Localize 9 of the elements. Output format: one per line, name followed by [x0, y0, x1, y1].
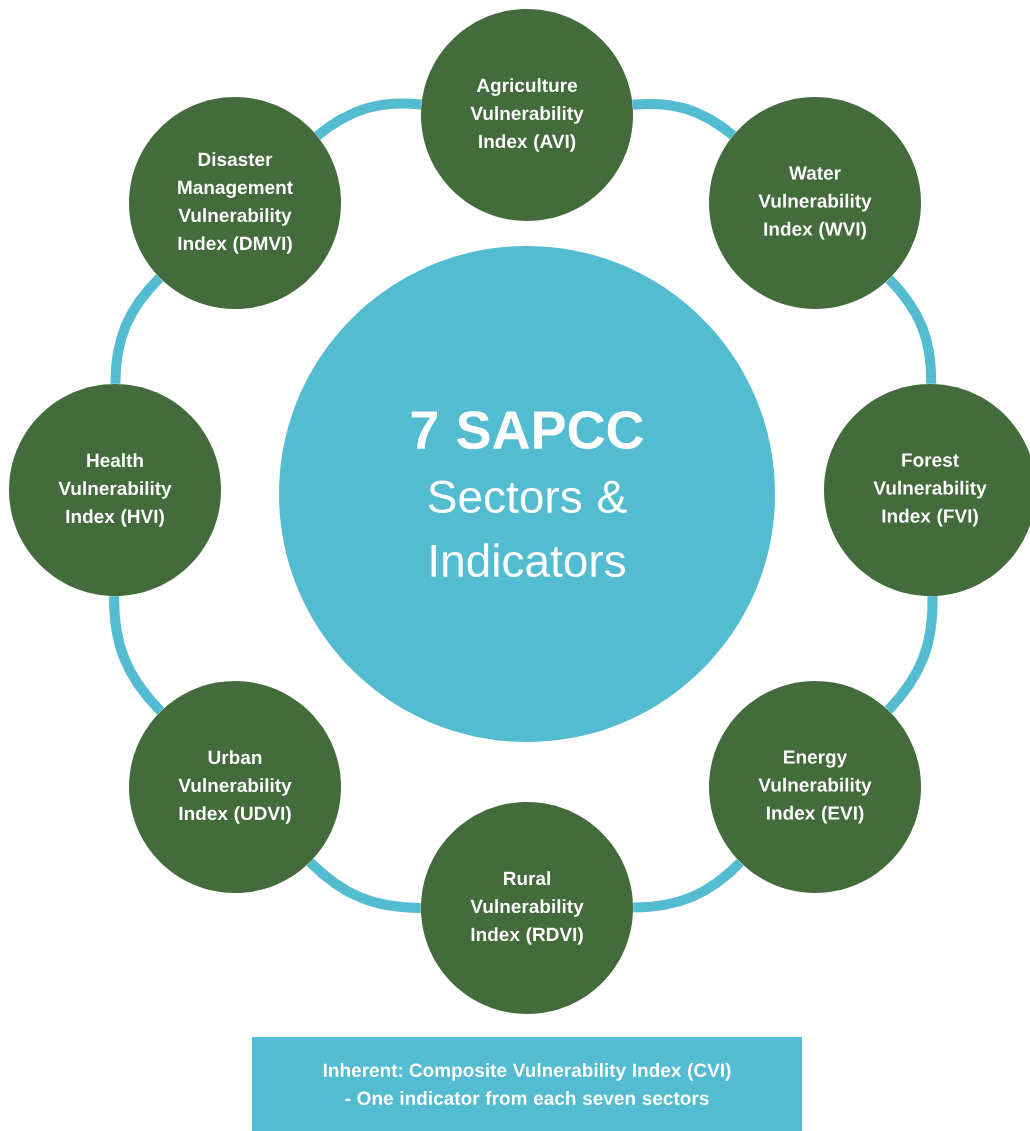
ring-arc: [884, 596, 938, 714]
ring-arc: [306, 858, 421, 913]
ring-arc: [109, 596, 165, 715]
ring-arc: [885, 275, 937, 384]
ring-arc: [314, 98, 422, 140]
ring-arc: [633, 858, 744, 913]
ring-arc: [110, 274, 164, 384]
ring-arc: [632, 98, 737, 140]
note-box: Inherent: Composite Vulnerability Index (CVI) - One indicator from each seven sectors: [252, 1037, 802, 1131]
